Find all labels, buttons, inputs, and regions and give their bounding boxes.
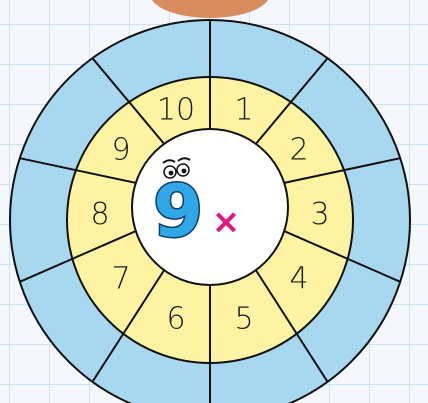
multiplier-label: 8 bbox=[90, 197, 109, 232]
multiplier-label: 1 bbox=[234, 92, 253, 127]
multiplier-label: 4 bbox=[289, 262, 308, 297]
left-pupil bbox=[169, 171, 174, 176]
multiplier-label: 6 bbox=[166, 302, 185, 337]
multiply-operator: × bbox=[212, 202, 241, 242]
multiplier-label: 7 bbox=[111, 262, 130, 297]
multiplier-label: 5 bbox=[234, 302, 253, 337]
top-decoration-shape bbox=[150, 0, 270, 18]
center-factor-number: 9 bbox=[153, 169, 203, 253]
multiplier-label: 2 bbox=[289, 132, 308, 167]
number-nine-character: 9 bbox=[153, 158, 203, 253]
multiplier-label: 10 bbox=[157, 92, 195, 127]
right-pupil bbox=[182, 169, 187, 174]
multiplier-label: 9 bbox=[111, 132, 130, 167]
multiplier-label: 3 bbox=[310, 197, 329, 232]
